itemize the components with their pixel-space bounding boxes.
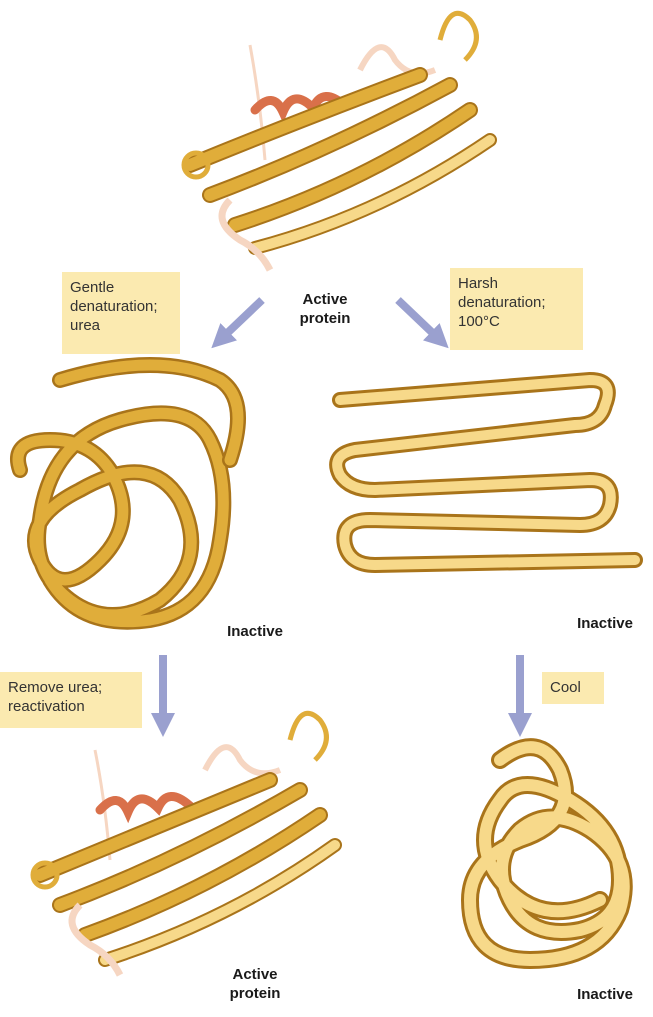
cool-label: Cool [550, 678, 596, 697]
inactive-label-left: Inactive [205, 622, 305, 641]
inactive-label-bottom-right: Inactive [555, 985, 653, 1004]
harsh-line-3: 100°C [458, 312, 575, 331]
active-protein-structure-top [184, 13, 490, 270]
active-protein-label-top: Active protein [280, 290, 370, 328]
harsh-denaturation-box: Harsh denaturation; 100°C [450, 268, 583, 350]
cool-box: Cool [542, 672, 604, 704]
arrow-to-gentle [220, 300, 262, 340]
remove-urea-line-2: reactivation [8, 697, 134, 716]
harsh-line-1: Harsh [458, 274, 575, 293]
active-protein-bottom-line-2: protein [210, 984, 300, 1003]
inactive-label-right: Inactive [555, 614, 653, 633]
arrow-to-harsh [398, 300, 440, 340]
active-protein-top-line-2: protein [280, 309, 370, 328]
active-protein-label-bottom: Active protein [210, 965, 300, 1003]
gentle-line-1: Gentle [70, 278, 172, 297]
harsh-line-2: denaturation; [458, 293, 575, 312]
active-protein-bottom-line-1: Active [210, 965, 300, 984]
denatured-coil-left [18, 365, 238, 622]
gentle-line-2: denaturation; [70, 297, 172, 316]
remove-urea-line-1: Remove urea; [8, 678, 134, 697]
active-protein-structure-bottom [33, 713, 335, 975]
denatured-chain-right [337, 380, 635, 565]
active-protein-top-line-1: Active [280, 290, 370, 309]
misfolded-tangle-structure [470, 747, 624, 960]
gentle-denaturation-box: Gentle denaturation; urea [62, 272, 180, 354]
remove-urea-box: Remove urea; reactivation [0, 672, 142, 728]
gentle-line-3: urea [70, 316, 172, 335]
